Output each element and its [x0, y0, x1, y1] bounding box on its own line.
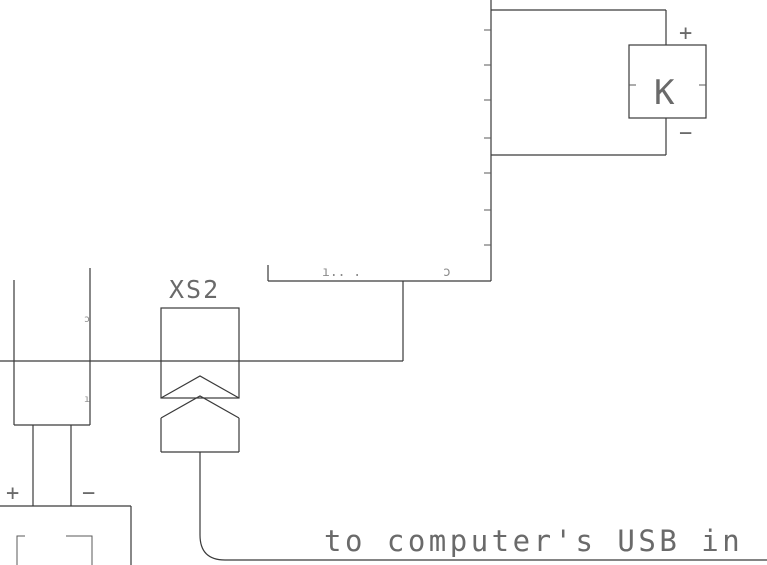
connector-xs2: XS2 — [160, 275, 240, 453]
connector-chevron-upper — [160, 375, 240, 399]
connector-chevron-lower — [160, 395, 240, 419]
usb-cable: to computer's USB in — [199, 452, 767, 561]
connector-top-block — [160, 307, 240, 399]
module-faint-mark-2: ı — [84, 394, 90, 405]
board-pin-mark-right: ɔ — [443, 265, 451, 280]
power-inner-right — [66, 535, 93, 565]
relay-minus-sign: − — [679, 121, 692, 146]
signal-wire — [0, 281, 404, 362]
relay-letter: K — [654, 73, 675, 113]
relay-coil-box — [628, 44, 707, 119]
connector-label: XS2 — [169, 275, 220, 304]
power-block: + − — [0, 481, 132, 565]
relay-plus-sign: + — [679, 21, 692, 46]
power-inner-left — [16, 535, 25, 565]
usb-caption: to computer's USB in — [324, 524, 743, 558]
board-pin-marks: ı.. . — [322, 265, 361, 280]
left-module: ɔ ı — [13, 268, 91, 506]
power-minus-sign: − — [82, 481, 95, 506]
power-plus-sign: + — [6, 481, 19, 506]
relay-k: K + − — [491, 9, 707, 156]
module-faint-mark-1: ɔ — [84, 314, 90, 325]
controller-board: ı.. . ɔ — [267, 0, 492, 282]
